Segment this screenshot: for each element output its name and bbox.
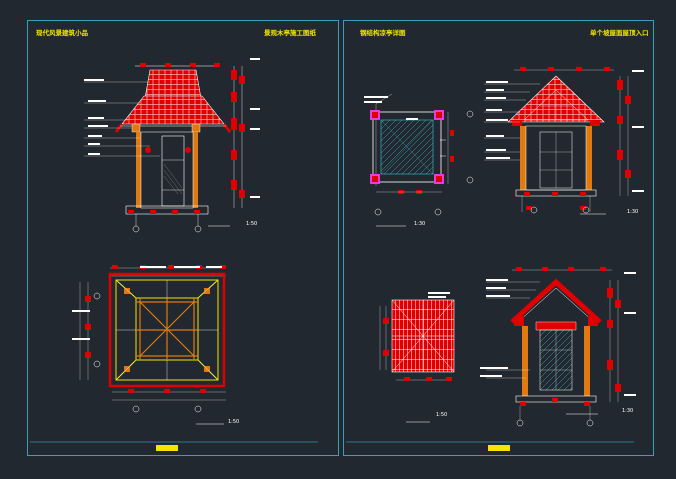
right-plan-scale: 1:30 [414, 221, 426, 227]
sheet-left-border [27, 20, 339, 456]
sheet-left-title: 现代风景建筑小品 [36, 29, 88, 37]
right-roof-top-drawing [379, 292, 455, 381]
right-section-drawing [480, 267, 636, 427]
right-elevation-drawing [484, 67, 644, 214]
left-plan-scale: 1:50 [228, 419, 240, 425]
right-roof-scale: 1:50 [436, 412, 448, 418]
left-roof-plan-drawing [72, 265, 226, 413]
sheet-right-border [343, 20, 654, 456]
left-sheet-title-tag [156, 445, 178, 451]
right-section-scale: 1:30 [622, 408, 634, 414]
sheet-left-subtitle: 景观木亭施工图纸 [264, 29, 316, 37]
left-elevation-scale: 1:50 [246, 221, 258, 227]
right-elevation-scale: 1:30 [627, 209, 639, 215]
right-plan-drawing [364, 93, 474, 216]
right-sheet-title-tag [488, 445, 510, 451]
left-elevation-drawing [84, 58, 260, 233]
sheet-right-title: 钢结构凉亭详图 [360, 29, 406, 37]
sheet-right-subtitle: 单个坡屋面屋顶入口 [590, 29, 649, 37]
